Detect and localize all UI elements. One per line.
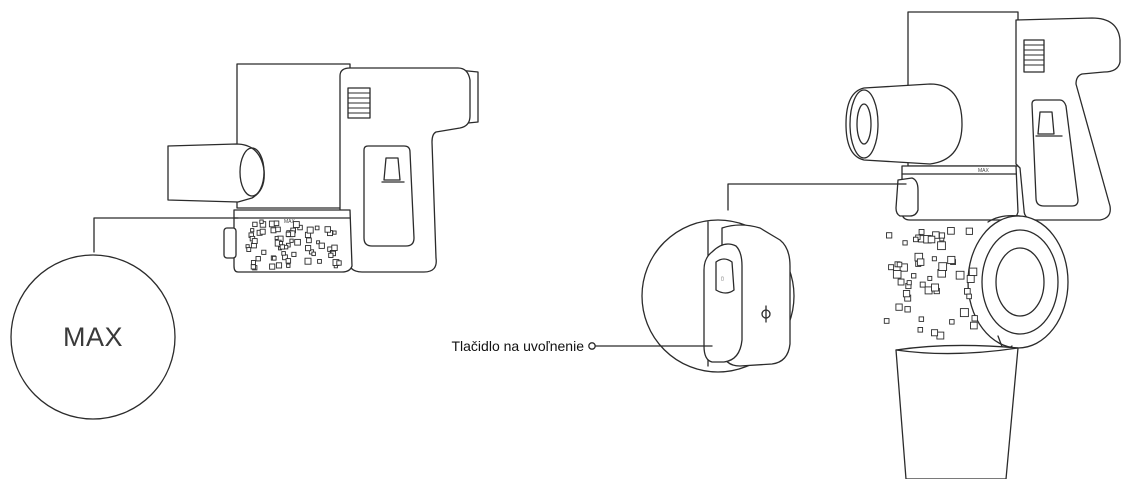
debris-square xyxy=(289,238,294,243)
debris-square xyxy=(968,267,978,277)
debris-square xyxy=(896,261,903,268)
debris-square xyxy=(965,227,973,235)
debris-square xyxy=(931,329,939,337)
debris-square xyxy=(246,247,252,252)
debris-square xyxy=(883,318,890,324)
max-callout-circle xyxy=(10,254,176,420)
debris-square xyxy=(311,251,316,257)
debris-square xyxy=(902,240,908,246)
debris-square xyxy=(275,262,283,269)
debris-square xyxy=(273,220,280,227)
debris-square xyxy=(305,245,312,252)
debris-square xyxy=(927,275,933,281)
debris-square xyxy=(966,293,972,300)
debris-square xyxy=(324,226,331,233)
debris-square xyxy=(259,219,264,224)
debris-square xyxy=(927,235,936,244)
debris-square xyxy=(931,256,937,262)
debris-square xyxy=(250,264,256,270)
debris-square xyxy=(897,278,905,286)
debris-square xyxy=(955,270,965,280)
debris-square xyxy=(285,231,292,237)
max-callout-label: MAX xyxy=(63,322,123,352)
left-bin-max-mark: MAX xyxy=(284,219,296,225)
debris-square xyxy=(318,242,325,249)
debris-square xyxy=(892,270,902,279)
debris-square xyxy=(269,263,276,270)
debris-square xyxy=(304,257,312,265)
debris-square xyxy=(250,228,255,233)
debris-square xyxy=(938,232,946,239)
debris-square xyxy=(895,303,903,311)
debris-square xyxy=(924,286,933,295)
caption-leader-dot xyxy=(588,342,596,350)
debris-square xyxy=(937,241,946,251)
debris-square xyxy=(252,221,258,228)
debris-square xyxy=(331,244,338,251)
debris-square xyxy=(966,275,975,283)
debris-square xyxy=(964,288,971,295)
debris-square xyxy=(911,273,917,279)
debris-square xyxy=(281,251,286,256)
debris-square xyxy=(285,258,292,264)
debris-square xyxy=(291,251,297,257)
debris-square xyxy=(949,319,955,325)
debris-square xyxy=(931,283,939,292)
debris-square xyxy=(947,255,956,265)
debris-square xyxy=(336,260,342,266)
release-button-caption-group: Tlačidlo na uvoľnenie xyxy=(451,338,713,354)
left-vacuum-illustration: MAX xyxy=(167,63,479,273)
debris-square xyxy=(938,262,948,271)
debris-square xyxy=(250,260,256,266)
svg-text:▯: ▯ xyxy=(721,276,724,282)
debris-square xyxy=(271,255,277,261)
debris-square xyxy=(902,290,911,298)
debris-square xyxy=(947,227,955,235)
right-vacuum-illustration: MAX xyxy=(845,11,1121,479)
debris-square xyxy=(286,263,291,268)
left-bin-debris xyxy=(245,219,342,271)
debris-square xyxy=(292,221,300,228)
debris-square xyxy=(906,280,912,286)
debris-square xyxy=(294,238,301,246)
debris-square xyxy=(918,316,925,322)
debris-square xyxy=(316,240,321,245)
debris-square xyxy=(275,226,281,233)
debris-square xyxy=(279,244,285,250)
release-button-callout: ▯ xyxy=(641,183,907,373)
debris-square xyxy=(306,237,312,244)
debris-square xyxy=(971,315,978,322)
release-button-caption: Tlačidlo na uvoľnenie xyxy=(451,338,584,354)
debris-square xyxy=(332,230,337,235)
max-callout: MAX xyxy=(10,217,239,420)
debris-square xyxy=(888,264,895,271)
debris-square xyxy=(274,235,279,240)
debris-square xyxy=(251,238,258,244)
debris-square xyxy=(314,225,320,231)
debris-square xyxy=(919,281,926,288)
debris-square xyxy=(916,258,925,266)
debris-square xyxy=(255,256,261,262)
debris-square xyxy=(970,321,978,330)
debris-square xyxy=(886,232,893,239)
debris-square xyxy=(913,236,919,243)
debris-square xyxy=(899,263,908,272)
debris-square xyxy=(918,229,925,235)
debris-square xyxy=(261,249,267,255)
debris-square xyxy=(904,306,911,313)
debris-square xyxy=(259,228,266,235)
debris-square xyxy=(306,226,314,234)
debris-square xyxy=(917,327,924,333)
falling-debris xyxy=(883,227,978,340)
debris-square xyxy=(278,241,284,246)
debris-square xyxy=(317,259,322,264)
right-bin-max-mark: MAX xyxy=(978,168,990,174)
debris-square xyxy=(328,252,334,258)
debris-square xyxy=(959,308,969,318)
